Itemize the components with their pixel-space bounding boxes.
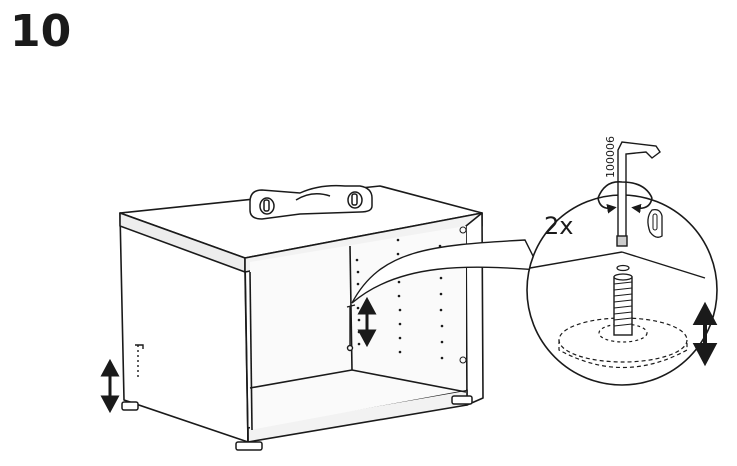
height-adjust-arrows — [100, 296, 377, 414]
wall-bracket — [249, 184, 373, 220]
tool-code-label: 100006 — [604, 136, 617, 178]
cabinet-right-side — [465, 212, 484, 406]
step-number: 10 — [10, 6, 72, 57]
rotation-arrows — [597, 181, 653, 214]
detail-height-arrow — [692, 301, 718, 367]
hex-key-tool — [616, 141, 661, 247]
detail-magnifier — [526, 194, 718, 386]
cabinet — [119, 185, 484, 443]
quantity-label: 2x — [544, 212, 573, 240]
foot-back-left — [121, 401, 139, 411]
cabinet-feet — [121, 395, 473, 451]
foot-front-left — [235, 441, 263, 451]
callout-beam — [351, 239, 542, 304]
leg-adjusters — [135, 304, 356, 378]
foot-front-right — [451, 395, 473, 405]
